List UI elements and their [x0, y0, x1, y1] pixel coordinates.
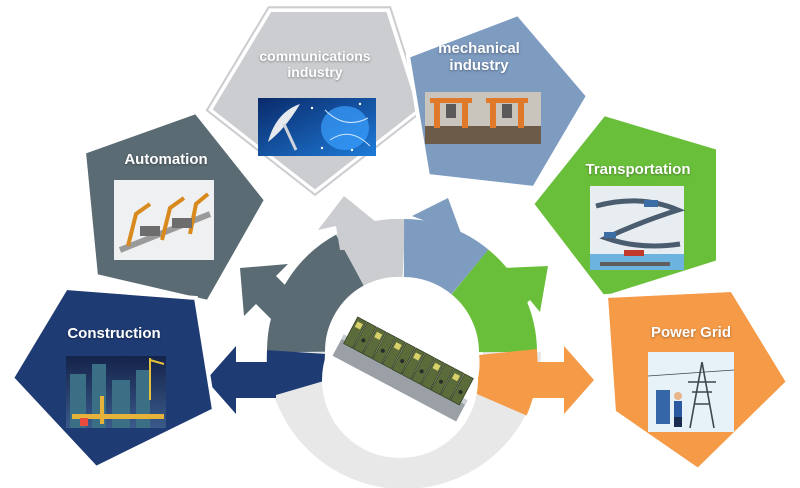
- label-transportation: Transportation: [585, 161, 691, 178]
- arrow-power: [524, 346, 594, 414]
- transportation-picture: [590, 186, 686, 270]
- wheel-segment-communications: [336, 218, 406, 287]
- label-automation: Automation: [124, 151, 208, 168]
- sector-mechanical: [405, 11, 591, 191]
- label-construction: Construction: [67, 325, 161, 342]
- wheel-segment-mechanical: [402, 219, 489, 295]
- wheel-segment-construction: [266, 350, 329, 397]
- label-mechanical: mechanical industry: [438, 40, 520, 75]
- mechanical-picture: [425, 92, 541, 144]
- terminal-blocks-picture: [332, 316, 474, 422]
- wheel-arrows: [206, 196, 594, 414]
- wheel-segment-automation: [266, 234, 365, 353]
- arrow-automation: [240, 264, 302, 330]
- wheel-segment-power: [473, 349, 538, 416]
- sector-communications: [205, 6, 425, 197]
- sector-automation: [81, 109, 269, 305]
- arrow-communications: [318, 196, 376, 250]
- arrow-transportation: [490, 266, 548, 320]
- arrow-mechanical: [412, 198, 462, 254]
- sector-power-grid: [603, 287, 791, 473]
- arrow-construction: [206, 346, 276, 414]
- construction-picture: [66, 356, 166, 428]
- automation-picture: [114, 180, 214, 260]
- power-grid-picture: [647, 352, 735, 432]
- sector-construction: [9, 285, 217, 471]
- label-power-grid: Power Grid: [650, 324, 732, 341]
- communications-picture: [258, 98, 376, 156]
- label-communications: communications industry: [259, 48, 371, 81]
- sector-transportation: [529, 111, 720, 301]
